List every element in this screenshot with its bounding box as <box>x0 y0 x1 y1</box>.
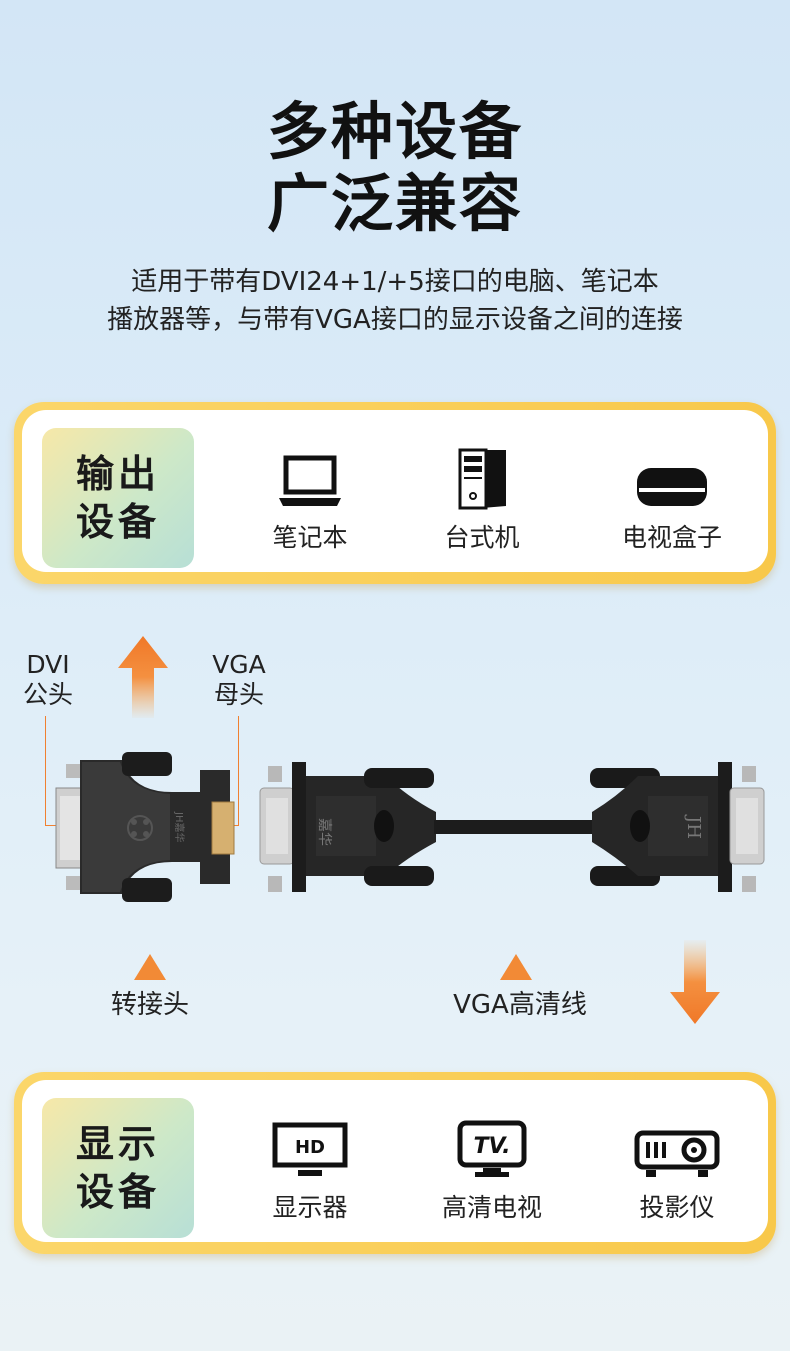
output-label-line1: 输出 <box>75 452 160 496</box>
device-label: 台式机 <box>444 523 520 552</box>
tv-icon-text: TV. <box>474 1134 511 1159</box>
vga-label-line1: VGA <box>212 650 266 679</box>
hd-icon-text: HD <box>295 1137 325 1158</box>
device-label: 高清电视 <box>441 1193 542 1222</box>
dvi-male-label: DVI 公头 <box>16 650 80 710</box>
page-title-line1: 多种设备 <box>266 95 523 168</box>
device-laptop: 笔记本 <box>250 440 370 554</box>
display-label-line2: 设备 <box>75 1170 160 1214</box>
adapter-marker-icon <box>134 954 166 984</box>
vga-female-label: VGA 母头 <box>206 650 272 710</box>
dvi-pointer-line <box>45 716 46 826</box>
up-arrow-icon <box>118 636 168 722</box>
device-projector: 投影仪 <box>612 1110 742 1224</box>
vga-label-line2: 母头 <box>213 680 264 709</box>
subtitle-line2: 播放器等，与带有VGA接口的显示设备之间的连接 <box>107 305 683 335</box>
cable-label: VGA高清线 <box>453 990 587 1020</box>
adapter-label: 转接头 <box>110 990 189 1020</box>
output-label-line2: 设备 <box>75 500 160 544</box>
output-devices-label: 输出 设备 <box>42 428 194 568</box>
device-label: 显示器 <box>272 1193 348 1222</box>
hd-monitor-icon: HD <box>250 1110 370 1180</box>
dvi-vga-adapter-image: JH嘉华 <box>52 752 242 906</box>
adapter-mark-text: JH嘉华 <box>173 811 186 842</box>
device-tv: TV. 高清电视 <box>422 1110 562 1224</box>
device-monitor: HD 显示器 <box>250 1110 370 1224</box>
device-label: 投影仪 <box>639 1193 715 1222</box>
output-devices-panel: 输出 设备 笔记本 <box>14 402 776 584</box>
desktop-tower-icon <box>422 440 542 510</box>
down-arrow-icon <box>670 940 720 1030</box>
dvi-label-line2: 公头 <box>22 680 73 709</box>
vga-cable-image: 嘉华 JH <box>256 756 768 910</box>
device-label: 笔记本 <box>272 523 348 552</box>
display-label-line1: 显示 <box>75 1122 160 1166</box>
tv-box-icon <box>602 440 742 510</box>
display-devices-label: 显示 设备 <box>42 1098 194 1238</box>
device-tv-box: 电视盒子 <box>602 440 742 554</box>
dvi-label-line1: DVI <box>26 650 70 679</box>
display-devices-panel: 显示 设备 HD 显示器 TV. 高清电视 <box>14 1072 776 1254</box>
device-label: 电视盒子 <box>621 523 722 552</box>
cable-mark-right: JH <box>683 814 704 839</box>
tv-icon: TV. <box>422 1110 562 1180</box>
projector-icon <box>612 1110 742 1180</box>
subtitle-line1: 适用于带有DVI24+1/+5接口的电脑、笔记本 <box>131 267 659 297</box>
page-title-line2: 广泛兼容 <box>266 167 523 240</box>
laptop-icon <box>250 440 370 510</box>
device-desktop: 台式机 <box>422 440 542 554</box>
vga-pointer-line <box>238 716 239 826</box>
cable-marker-icon <box>500 954 532 984</box>
cable-mark-left: 嘉华 <box>316 818 332 846</box>
